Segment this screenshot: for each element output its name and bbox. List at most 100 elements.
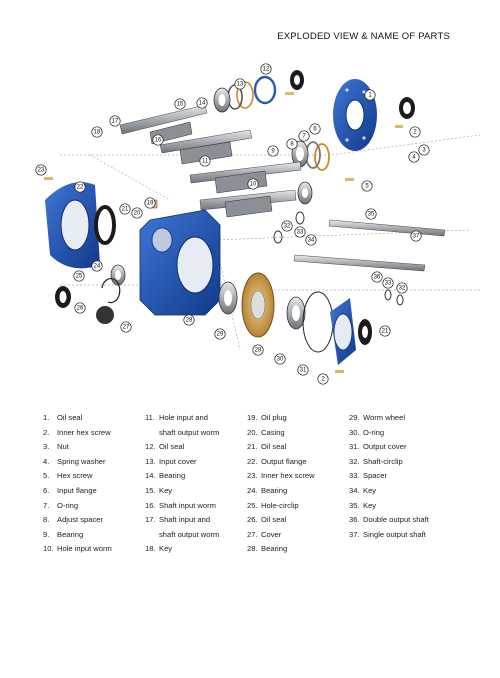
part-number: 11.	[145, 413, 155, 422]
callout-label: 2	[413, 129, 417, 135]
part-list-item: 25.Hole-circlip	[247, 499, 315, 514]
callout-circle	[183, 314, 195, 326]
part-name: Key	[363, 485, 377, 495]
callout-label: 9	[271, 148, 275, 154]
part-list-item: 19.Oil plug	[247, 411, 315, 426]
callout-label: 10	[250, 181, 257, 187]
part-list-item: 29.Worm wheel	[349, 411, 429, 426]
part-list-item: shaft output worm	[145, 426, 219, 441]
callout-circle	[35, 164, 47, 176]
part-number: 34.	[349, 485, 360, 495]
part-list-item: 9.Bearing	[43, 528, 112, 543]
part-list-item: 15.Key	[145, 484, 219, 499]
output-shafts	[273, 211, 446, 306]
callout-circle	[396, 282, 408, 294]
part-name: Output cover	[363, 442, 407, 452]
callout-circle	[91, 126, 103, 138]
callout-17: 17	[109, 115, 121, 127]
exploded-view-svg: 1234567891011121314151617181920212223242…	[35, 63, 481, 385]
callout-label: 30	[277, 356, 284, 362]
callout-label: 20	[134, 210, 141, 216]
part-name: Shaft input worm	[159, 500, 216, 510]
part-number: 4.	[43, 456, 50, 466]
part-number: 1.	[43, 413, 50, 422]
part-number: 7.	[43, 500, 50, 510]
callout-label: 24	[94, 263, 101, 269]
part-list-item: 28.Bearing	[247, 542, 315, 557]
callout-31: 31	[297, 364, 309, 376]
part-name: O-ring	[57, 500, 79, 510]
part-list-item: 26.Oil seal	[247, 513, 315, 528]
callout-circle	[364, 89, 376, 101]
part-name: Inner hex screw	[261, 471, 315, 481]
part-list-item: 14.Bearing	[145, 469, 219, 484]
callout-circle	[305, 234, 317, 246]
part-name: Oil seal	[261, 442, 287, 452]
part-list-item: 27.Cover	[247, 528, 315, 543]
part-number: 12.	[145, 442, 156, 452]
callout-label: 25	[76, 273, 83, 279]
part-name: Input cover	[159, 456, 197, 466]
callout-label: 14	[199, 100, 206, 106]
callout-11: 11	[199, 155, 211, 167]
callout-27: 27	[120, 321, 132, 333]
callout-circle	[144, 197, 156, 209]
part-name: Inner hex screw	[57, 427, 111, 437]
callout-7: 7	[298, 130, 310, 142]
part-list-item: 11.Hole input and	[145, 411, 219, 426]
part-list-item: 2.Inner hex screw	[43, 426, 112, 441]
callout-21: 21	[379, 325, 391, 337]
callout-12: 12	[260, 63, 272, 75]
part-list-item: 8.Adjust spacer	[43, 513, 112, 528]
part-list-item: 12.Oil seal	[145, 440, 219, 455]
part-number: 20.	[247, 427, 258, 437]
part-number: 10.	[43, 544, 54, 554]
part-name: Key	[159, 544, 173, 554]
part-name: shaft output worm	[159, 529, 220, 539]
callout-label: 21	[382, 328, 389, 334]
callout-circle	[371, 271, 383, 283]
callout-label: 18	[94, 129, 101, 135]
callout-label: 11	[202, 158, 209, 164]
callout-circle	[199, 155, 211, 167]
callout-circle	[317, 373, 329, 385]
part-number: 36.	[349, 515, 360, 525]
callout-circle	[119, 203, 131, 215]
callout-18: 18	[91, 126, 103, 138]
part-number: 35.	[349, 500, 360, 510]
callout-label: 17	[112, 118, 119, 124]
part-number: 19.	[247, 413, 258, 422]
callout-label: 36	[374, 274, 381, 280]
callout-28: 28	[252, 344, 264, 356]
part-name: Nut	[57, 442, 69, 452]
callout-circle	[131, 207, 143, 219]
part-list-item: 23.Inner hex screw	[247, 469, 315, 484]
callout-circle	[174, 98, 186, 110]
part-list-item: 10.Hole input worm	[43, 542, 112, 557]
callout-33: 33	[382, 277, 394, 289]
callout-9: 9	[267, 145, 279, 157]
part-name: Oil seal	[159, 442, 185, 452]
callout-circle	[281, 220, 293, 232]
callout-circle	[74, 302, 86, 314]
part-number: 25.	[247, 500, 258, 510]
callout-circle	[418, 144, 430, 156]
part-number: 30.	[349, 427, 360, 437]
part-list-item: 5.Hex screw	[43, 469, 112, 484]
callout-33: 33	[294, 226, 306, 238]
part-name: Shaft input and	[159, 515, 211, 525]
input-cover-cluster	[213, 70, 304, 113]
part-list-item: 33.Spacer	[349, 469, 429, 484]
part-name: shaft output worm	[159, 427, 220, 437]
part-list-item: 21.Oil seal	[247, 440, 315, 455]
callout-10: 10	[247, 178, 259, 190]
callout-label: 12	[263, 66, 270, 72]
page-title: EXPLODED VIEW & NAME OF PARTS	[277, 31, 450, 42]
part-name: Double output shaft	[363, 515, 429, 525]
callout-label: 3	[422, 147, 426, 153]
callout-label: 1	[368, 92, 372, 98]
part-number: 23.	[247, 471, 258, 481]
